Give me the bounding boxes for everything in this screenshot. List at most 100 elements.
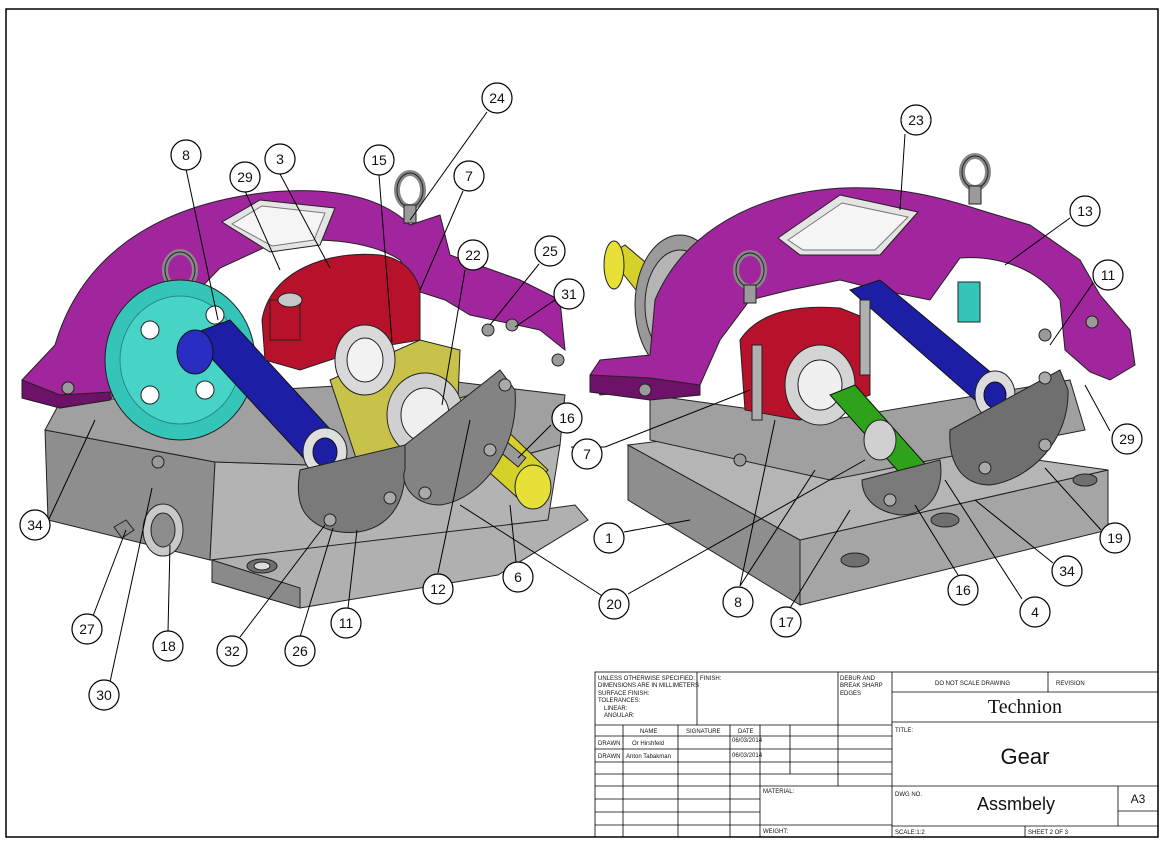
- balloon-13: 13: [1069, 195, 1101, 227]
- do-not-scale-label: DO NOT SCALE DRAWING: [935, 681, 1010, 687]
- left-bearing-caps: [297, 369, 516, 533]
- balloon-16: 16: [947, 574, 979, 606]
- balloon-circle: [1019, 596, 1051, 628]
- balloon-circle: [453, 160, 485, 192]
- balloon-circle: [264, 143, 296, 175]
- debur-line: BREAK SHARP: [840, 683, 883, 689]
- drawn-name: Or Hirshfeld: [632, 741, 664, 747]
- balloon-label: 32: [224, 643, 240, 659]
- balloon-label: 27: [79, 621, 95, 637]
- balloon-label: 23: [908, 112, 924, 128]
- balloon-label: 18: [160, 638, 176, 654]
- title-block: [594, 671, 1159, 838]
- balloon-3: 3: [264, 143, 296, 175]
- balloon-22: 22: [457, 239, 489, 271]
- drawn-role: DRAWN: [598, 741, 620, 747]
- balloon-circle: [229, 161, 261, 193]
- date-header: DATE: [738, 729, 754, 735]
- balloon-label: 13: [1077, 203, 1093, 219]
- right-upper-housing: [589, 187, 1136, 396]
- balloon-24: 24: [481, 82, 513, 114]
- balloon-label: 17: [778, 614, 794, 630]
- balloon-label: 29: [1119, 431, 1135, 447]
- balloon-label: 25: [542, 243, 558, 259]
- balloon-6: 6: [502, 561, 534, 593]
- balloon-circle: [1092, 259, 1124, 291]
- balloon-circle: [502, 561, 534, 593]
- spec-line: LINEAR:: [604, 706, 628, 712]
- balloon-30: 30: [88, 679, 120, 711]
- drawing-title: Gear: [1001, 744, 1050, 769]
- debur-line: DEBUR AND: [840, 676, 876, 682]
- balloon-label: 1: [605, 530, 613, 546]
- drawn-name: Anton Tabakman: [626, 754, 671, 760]
- balloon-label: 19: [1107, 530, 1123, 546]
- balloon-7: 7: [453, 160, 485, 192]
- balloon-label: 8: [734, 594, 742, 610]
- balloon-circle: [947, 574, 979, 606]
- spec-line: SURFACE FINISH:: [598, 691, 650, 697]
- balloon-label: 16: [955, 582, 971, 598]
- balloon-circle: [363, 144, 395, 176]
- left-assembly-view: [21, 170, 589, 609]
- balloon-label: 31: [561, 286, 577, 302]
- left-blue-shaft: [176, 319, 348, 477]
- title-block-text: UNLESS OTHERWISE SPECIFIED: DIMENSIONS A…: [598, 676, 1146, 836]
- right-bearings: [784, 344, 856, 426]
- balloon-19: 19: [1099, 522, 1131, 554]
- balloon-7: 7: [571, 438, 603, 470]
- balloon-circle: [457, 239, 489, 271]
- right-assembly-view: [589, 153, 1136, 606]
- balloon-circle: [1099, 522, 1131, 554]
- balloon-circle: [1051, 555, 1083, 587]
- balloon-15: 15: [363, 144, 395, 176]
- spec-line: ANGULAR:: [604, 713, 635, 719]
- balloon-circle: [284, 635, 316, 667]
- drawn-date: 06/03/2014: [732, 738, 763, 744]
- balloon-label: 22: [465, 247, 481, 263]
- balloon-11: 11: [330, 607, 362, 639]
- weight-label: WEIGHT:: [763, 829, 788, 835]
- dwg-no-label: DWG NO.: [895, 792, 922, 798]
- balloon-26: 26: [284, 635, 316, 667]
- balloon-32: 32: [216, 635, 248, 667]
- right-teal-part: [957, 281, 981, 323]
- balloon-label: 34: [1059, 563, 1075, 579]
- balloon-label: 7: [583, 446, 591, 462]
- balloon-circle: [571, 438, 603, 470]
- balloon-23: 23: [900, 104, 932, 136]
- spec-line: UNLESS OTHERWISE SPECIFIED:: [598, 676, 695, 682]
- balloon-label: 11: [1101, 267, 1116, 283]
- balloon-label: 4: [1031, 604, 1039, 620]
- sheet-number: SHEET 2 OF 3: [1028, 830, 1069, 836]
- right-bolts: [638, 299, 1099, 467]
- sheet-size: A3: [1131, 792, 1146, 806]
- finish-label: FINISH:: [700, 676, 722, 682]
- company-name: Technion: [988, 696, 1062, 718]
- balloon-circle: [1069, 195, 1101, 227]
- balloon-circle: [593, 522, 625, 554]
- balloon-circle: [88, 679, 120, 711]
- balloon-4: 4: [1019, 596, 1051, 628]
- scale-label: SCALE:1:2: [895, 830, 925, 836]
- balloon-circle: [553, 278, 585, 310]
- balloon-circle: [598, 588, 630, 620]
- balloon-label: 15: [371, 152, 387, 168]
- balloon-label: 29: [237, 169, 253, 185]
- balloon-8: 8: [722, 586, 754, 618]
- right-lifting-eye: [733, 153, 991, 304]
- balloon-8: 8: [170, 139, 202, 171]
- balloon-circle: [722, 586, 754, 618]
- balloon-label: 3: [276, 151, 284, 167]
- balloon-circle: [551, 402, 583, 434]
- balloon-label: 11: [339, 615, 354, 631]
- balloon-1: 1: [593, 522, 625, 554]
- balloon-16: 16: [551, 402, 583, 434]
- balloon-11: 11: [1092, 259, 1124, 291]
- balloon-25: 25: [534, 235, 566, 267]
- balloon-label: 7: [465, 168, 473, 184]
- balloon-12: 12: [422, 573, 454, 605]
- balloon-circle: [152, 630, 184, 662]
- signature-header: SIGNATURE: [686, 729, 721, 735]
